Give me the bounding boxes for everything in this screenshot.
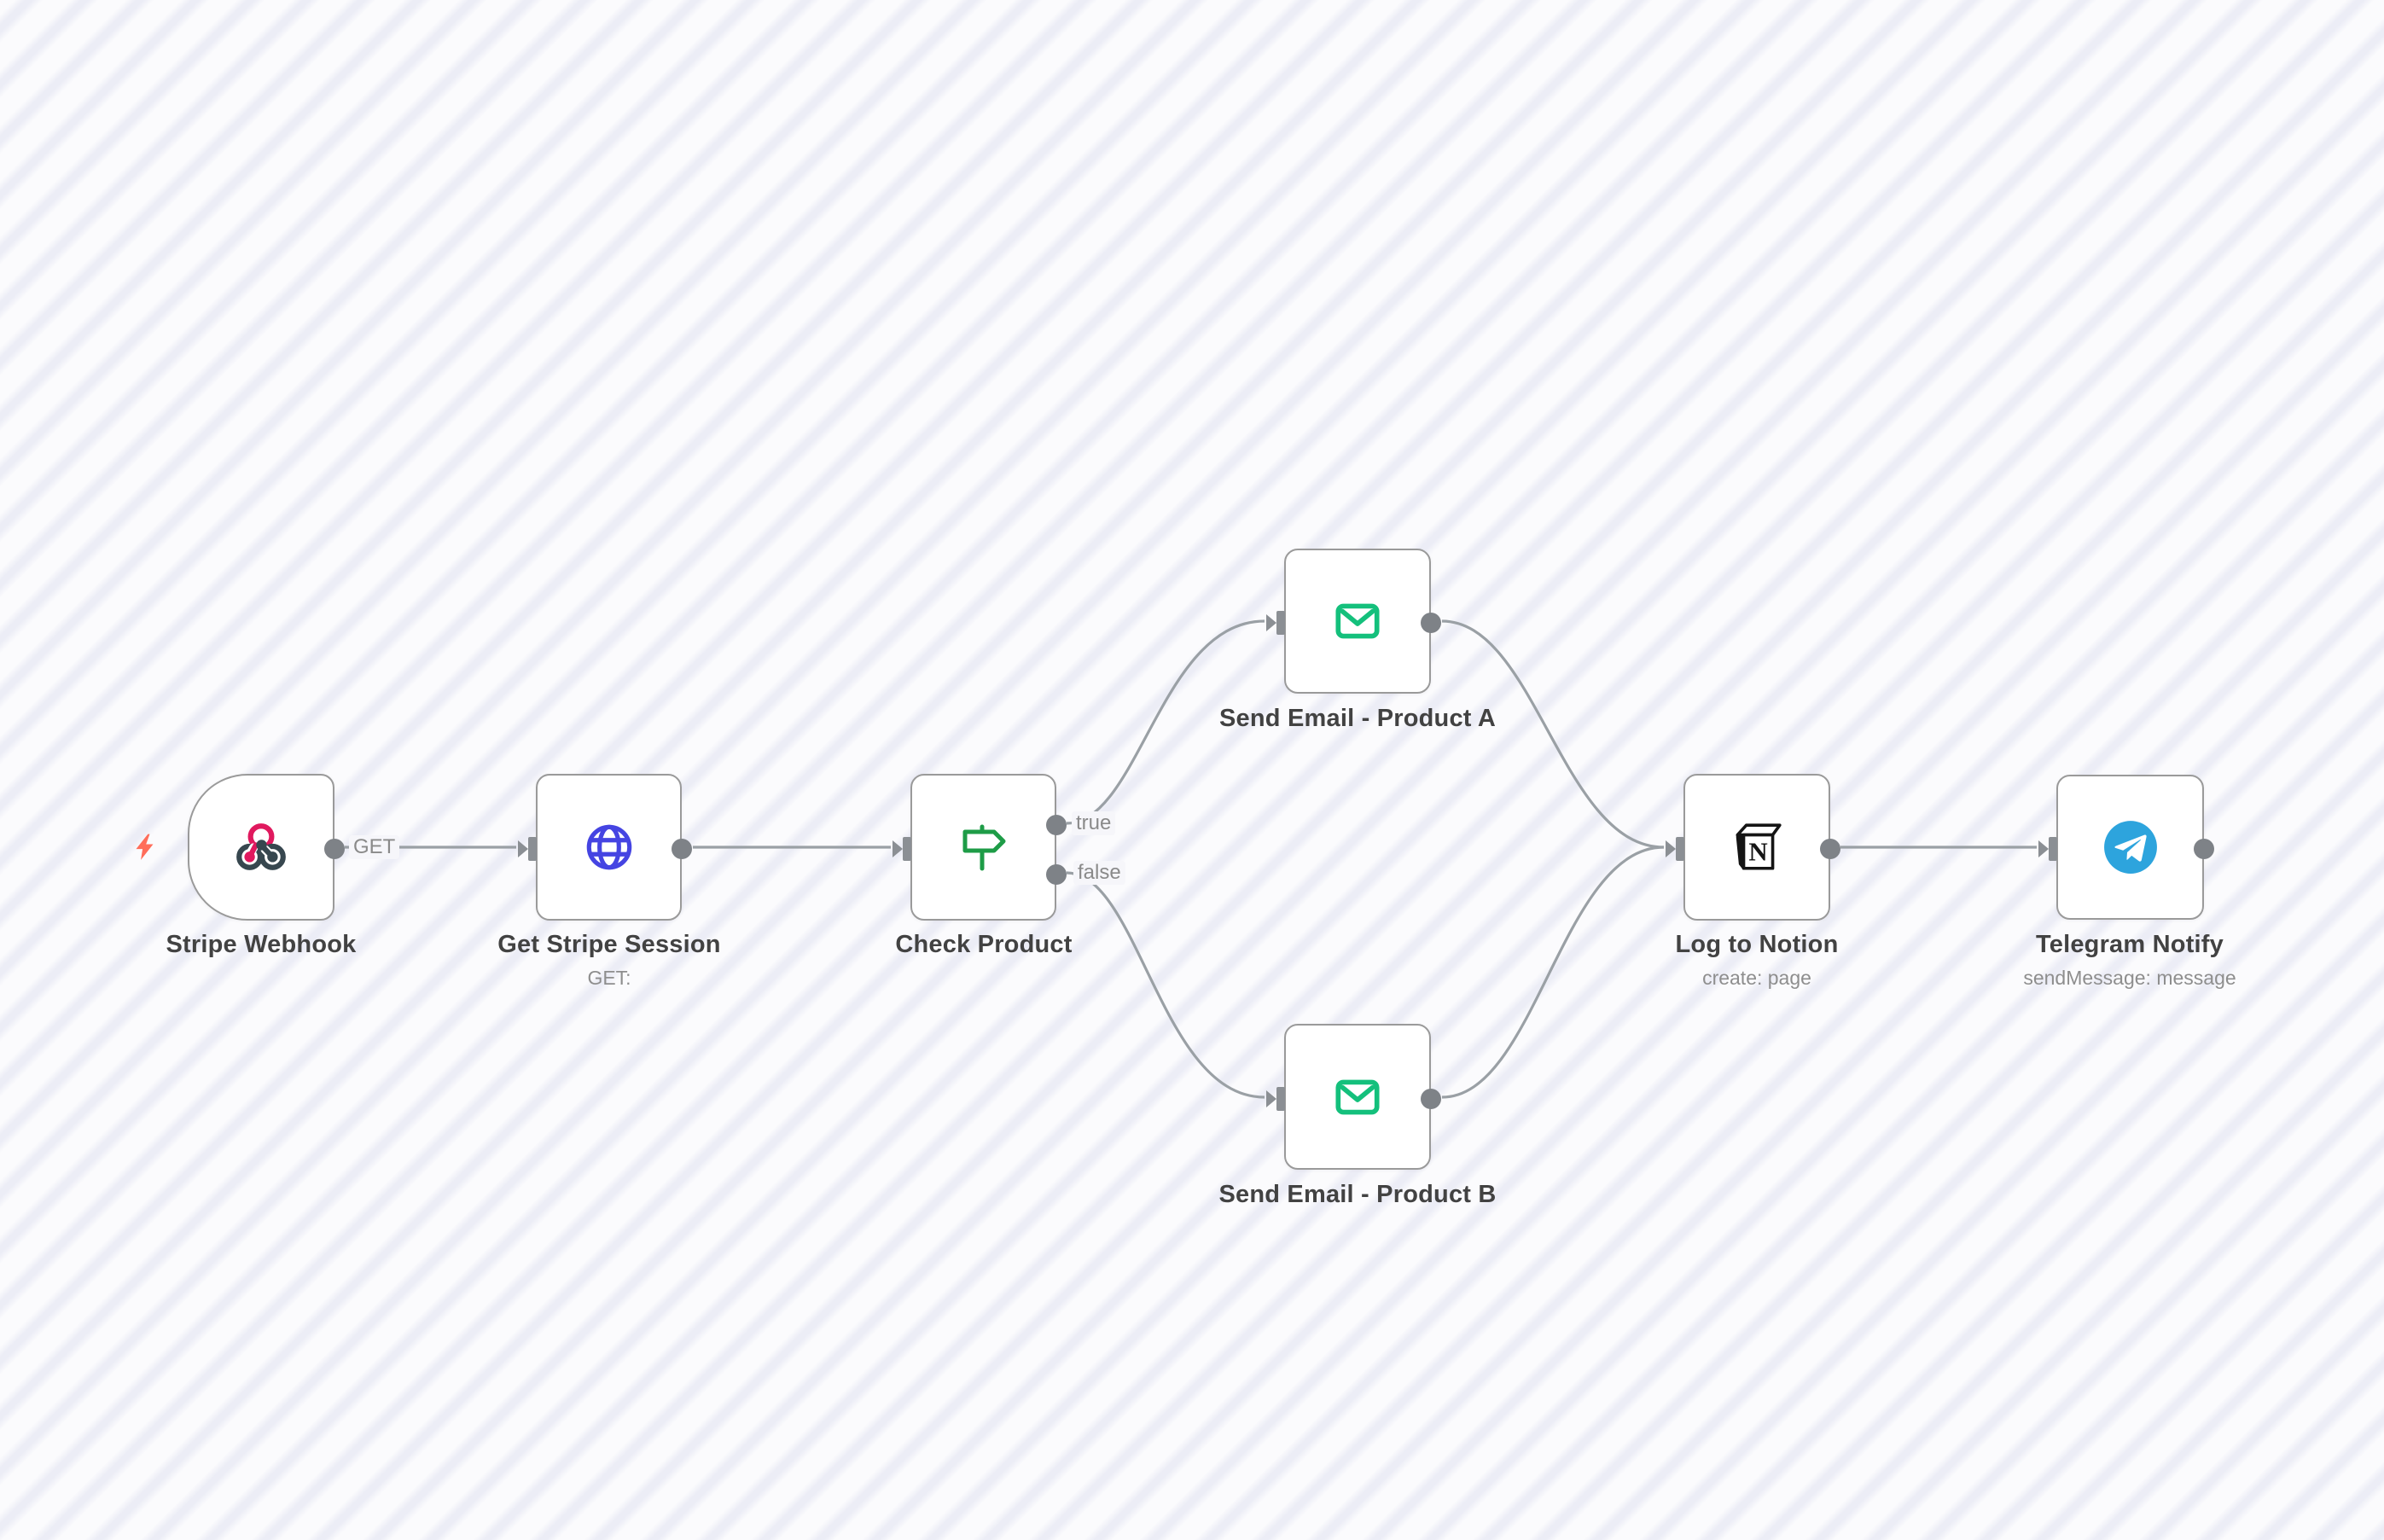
email-icon: [1335, 603, 1380, 639]
node-stripe-webhook[interactable]: [188, 774, 345, 921]
node-title-telegram-notify: Telegram Notify: [2035, 931, 2224, 958]
node-telegram-notify[interactable]: [2038, 775, 2214, 920]
node-subtitle-get-stripe-session: GET:: [587, 967, 631, 989]
input-port[interactable]: [892, 836, 912, 862]
input-port[interactable]: [1265, 1086, 1286, 1112]
node-send-email-product-a[interactable]: [1266, 549, 1441, 694]
node-log-to-notion[interactable]: N: [1666, 774, 1840, 921]
output-port[interactable]: [1421, 613, 1441, 633]
node-subtitle-telegram-notify: sendMessage: message: [2023, 967, 2236, 989]
node-check-product[interactable]: [893, 774, 1067, 921]
webhook-icon: [236, 823, 286, 870]
output-port[interactable]: [2194, 839, 2214, 859]
wire-label-true: true: [1072, 811, 1116, 835]
node-subtitle-log-to-notion: create: page: [1702, 967, 1811, 989]
input-port[interactable]: [1665, 836, 1685, 862]
output-port[interactable]: [1421, 1089, 1441, 1109]
svg-text:N: N: [1748, 836, 1767, 866]
output-port[interactable]: [672, 839, 692, 859]
node-title-check-product: Check Product: [895, 931, 1073, 958]
instant-trigger-bolt-icon: [136, 834, 154, 860]
connection-check-false-to-emailB[interactable]: [1066, 871, 1265, 1099]
wire-label-false: false: [1073, 861, 1125, 885]
wire-label-get: GET: [349, 835, 400, 859]
globe-icon: [586, 824, 631, 870]
node-title-send-email-product-b: Send Email - Product B: [1218, 1181, 1497, 1208]
node-title-get-stripe-session: Get Stripe Session: [497, 931, 721, 958]
input-port[interactable]: [517, 836, 538, 862]
connection-emailA-to-notion[interactable]: [1441, 619, 1665, 849]
connection-emailB-to-notion[interactable]: [1441, 846, 1665, 1099]
output-port[interactable]: [324, 839, 345, 859]
node-title-stripe-webhook: Stripe Webhook: [166, 931, 357, 958]
node-get-stripe-session[interactable]: [518, 774, 692, 921]
output-port[interactable]: [1820, 839, 1840, 859]
node-send-email-product-b[interactable]: [1266, 1024, 1441, 1170]
node-title-send-email-product-a: Send Email - Product A: [1219, 705, 1496, 732]
input-port[interactable]: [1265, 610, 1286, 636]
signpost-icon: [962, 824, 1005, 871]
output-port-false[interactable]: [1046, 864, 1067, 885]
notion-icon: N: [1736, 823, 1782, 870]
telegram-icon: [2103, 821, 2157, 874]
output-port-true[interactable]: [1046, 815, 1067, 835]
email-icon: [1335, 1079, 1380, 1114]
node-title-log-to-notion: Log to Notion: [1675, 931, 1839, 958]
input-port[interactable]: [2038, 836, 2058, 862]
